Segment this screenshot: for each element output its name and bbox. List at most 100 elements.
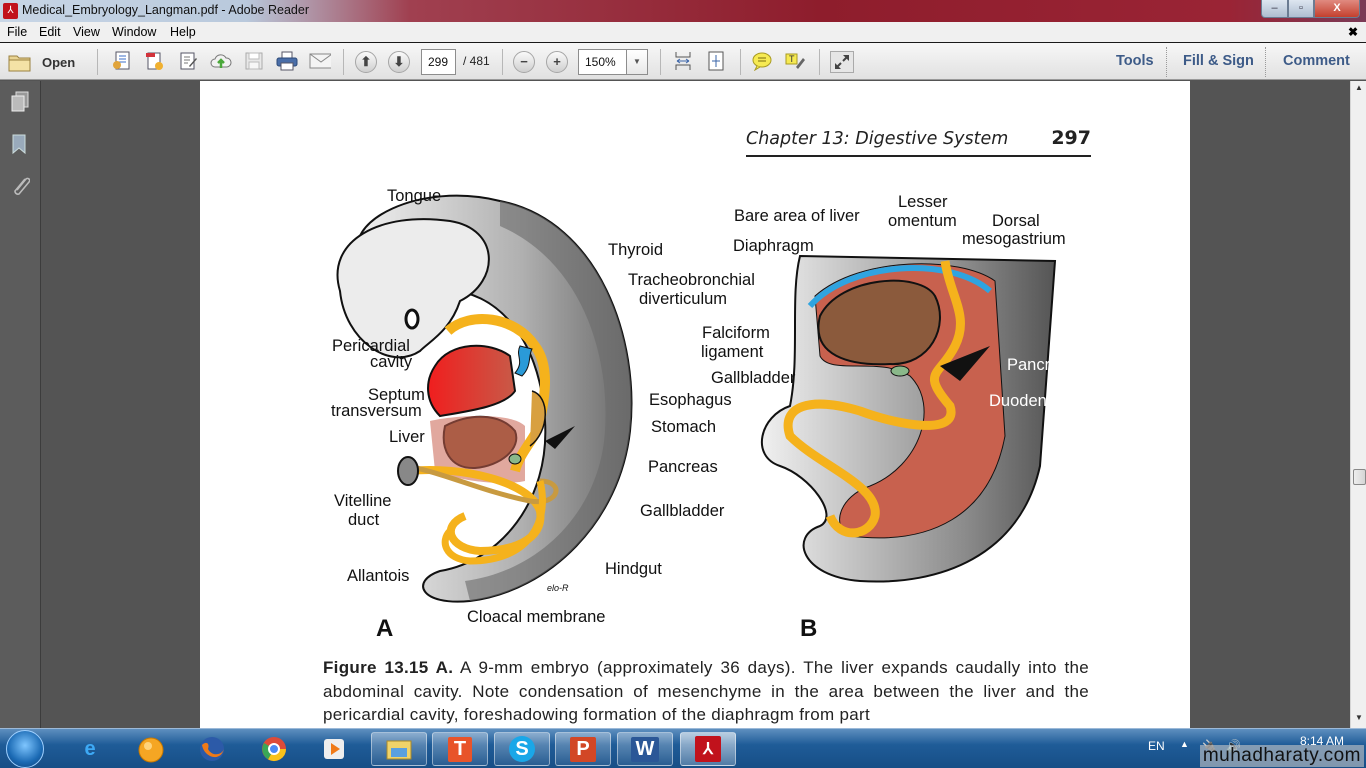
toolbar-divider xyxy=(97,49,98,75)
panel-letter-b: B xyxy=(800,615,818,642)
email-icon[interactable] xyxy=(309,51,331,71)
label-duct: duct xyxy=(348,511,380,529)
label-liver: Liver xyxy=(389,428,425,446)
page-number-input[interactable]: 299 xyxy=(421,49,456,75)
menu-view[interactable]: View xyxy=(73,25,100,39)
label-cavity: cavity xyxy=(370,353,413,371)
chevron-down-icon: ▼ xyxy=(633,57,641,66)
menu-bar: File Edit View Window Help ✖ xyxy=(0,22,1366,42)
upload-cloud-icon[interactable] xyxy=(210,51,232,71)
language-indicator[interactable]: EN xyxy=(1148,739,1165,753)
panel-letter-a: A xyxy=(376,615,394,642)
open-label: Open xyxy=(42,54,76,70)
skype-icon[interactable]: S xyxy=(494,732,550,766)
arrow-down-icon: ⬇ xyxy=(388,51,410,73)
zoom-level-input[interactable]: 150% xyxy=(578,49,627,75)
fit-page-icon[interactable] xyxy=(705,51,727,71)
create-pdf-icon[interactable] xyxy=(110,51,132,71)
fit-width-icon[interactable] xyxy=(672,51,694,71)
svg-text:T: T xyxy=(789,54,795,64)
highlight-text-icon[interactable]: T xyxy=(784,51,806,71)
full-screen-button[interactable] xyxy=(830,51,854,73)
firefox-icon[interactable] xyxy=(194,732,230,766)
vertical-scrollbar[interactable]: ▲ ▼ xyxy=(1350,81,1366,728)
close-button[interactable]: X xyxy=(1314,0,1360,18)
adobe-reader-taskbar-icon[interactable]: ⅄ xyxy=(680,732,736,766)
label-lesser: Lesser xyxy=(898,193,948,211)
powerpoint-icon[interactable]: P xyxy=(555,732,611,766)
media-player-icon[interactable] xyxy=(316,732,352,766)
label-tongue: Tongue xyxy=(387,187,442,205)
label-bare-area-of-liver: Bare area of liver xyxy=(734,207,860,225)
menu-help[interactable]: Help xyxy=(170,25,196,39)
convert-pdf-icon[interactable] xyxy=(143,51,165,71)
menu-edit[interactable]: Edit xyxy=(39,25,61,39)
label-hindgut: Hindgut xyxy=(605,560,662,578)
clock[interactable]: 8:14 AM xyxy=(1300,734,1344,748)
close-document-icon[interactable]: ✖ xyxy=(1347,25,1358,39)
label-duodenum: Duodenum xyxy=(989,392,1070,410)
open-button[interactable]: Open xyxy=(8,51,80,73)
pericardial-cavity xyxy=(427,344,517,418)
running-head: Chapter 13: Digestive System 297 xyxy=(746,127,1091,157)
label-omentum: omentum xyxy=(888,212,957,230)
media-player-orange-icon[interactable] xyxy=(133,732,169,766)
tools-pane-button[interactable]: Tools xyxy=(1116,53,1154,69)
figure-reference: Figure 13.15 A. xyxy=(323,658,454,677)
figure-caption: Figure 13.15 A. A 9-mm embryo (approxima… xyxy=(323,656,1089,727)
show-hidden-icons-icon[interactable]: ▲ xyxy=(1180,739,1189,749)
clock-time: 8:14 AM xyxy=(1299,734,1344,748)
fill-sign-pane-button[interactable]: Fill & Sign xyxy=(1183,53,1254,69)
figure-13-15: Tongue Thyroid Tracheobronchial divertic… xyxy=(300,181,1100,646)
chrome-icon[interactable] xyxy=(256,732,292,766)
zoom-out-button[interactable]: − xyxy=(513,51,535,73)
menu-window[interactable]: Window xyxy=(112,25,157,39)
scroll-down-arrow-icon[interactable]: ▼ xyxy=(1355,713,1363,722)
adobe-reader-icon: ⅄ xyxy=(3,3,18,19)
gallbladder-a xyxy=(508,453,522,465)
print-icon[interactable] xyxy=(276,51,298,71)
word-icon[interactable]: W xyxy=(617,732,673,766)
caption-text: A 9-mm embryo (approximately 36 days). T… xyxy=(323,658,1089,724)
maximize-button[interactable]: ▫ xyxy=(1288,0,1314,18)
start-button[interactable] xyxy=(6,730,44,768)
zoom-dropdown-button[interactable]: ▼ xyxy=(626,49,648,75)
save-icon[interactable] xyxy=(243,51,265,71)
window-title: Medical_Embryology_Langman.pdf - Adobe R… xyxy=(22,3,309,17)
label-cloacal-membrane: Cloacal membrane xyxy=(467,608,606,626)
label-dorsal: Dorsal xyxy=(992,212,1040,230)
scroll-up-arrow-icon[interactable]: ▲ xyxy=(1355,83,1363,92)
pdf-page: Chapter 13: Digestive System 297 xyxy=(200,81,1190,728)
internet-explorer-icon[interactable]: e xyxy=(84,737,96,760)
label-ligament: ligament xyxy=(701,343,764,361)
sticky-note-comment-icon[interactable] xyxy=(751,51,773,71)
next-page-button[interactable]: ⬇ xyxy=(388,51,410,73)
gut-b xyxy=(783,260,965,538)
label-pancreas-b: Pancreas xyxy=(1007,356,1077,374)
previous-page-button[interactable]: ⬆ xyxy=(355,51,377,73)
septum-transversum xyxy=(430,416,525,483)
comment-pane-button[interactable]: Comment xyxy=(1283,53,1350,69)
label-gallbladder-a: Gallbladder xyxy=(640,502,725,520)
plus-icon: + xyxy=(546,51,568,73)
watermark: muhadharaty.com xyxy=(1199,745,1364,767)
label-esophagus: Esophagus xyxy=(649,391,732,409)
file-explorer-icon[interactable] xyxy=(371,732,427,766)
menu-file[interactable]: File xyxy=(7,25,28,39)
bookmarks-icon[interactable] xyxy=(10,133,30,155)
edit-pdf-icon[interactable] xyxy=(177,51,199,71)
zoom-in-button[interactable]: + xyxy=(546,51,568,73)
toolbar: Open ⬆ ⬇ 299 / 481 − + 150% ▼ T Tools Fi… xyxy=(0,42,1366,80)
page-thumbnails-icon[interactable] xyxy=(10,91,30,113)
figure-panel-b-illustration xyxy=(761,254,1057,583)
label-diaphragm: Diaphragm xyxy=(733,237,814,255)
windows-taskbar: e T S P W ⅄ EN ▲ 🔌 🔊 8:14 AM muhadharaty… xyxy=(0,728,1366,768)
label-pericardial: Pericardial xyxy=(332,337,410,355)
attachments-icon[interactable] xyxy=(10,175,31,197)
pancreas-a xyxy=(545,426,575,449)
scrollbar-thumb[interactable] xyxy=(1353,469,1366,485)
label-falciform: Falciform xyxy=(702,324,770,342)
minimize-button[interactable]: – xyxy=(1261,0,1288,18)
tech-app-icon[interactable]: T xyxy=(432,732,488,766)
eye-placode xyxy=(404,308,420,330)
